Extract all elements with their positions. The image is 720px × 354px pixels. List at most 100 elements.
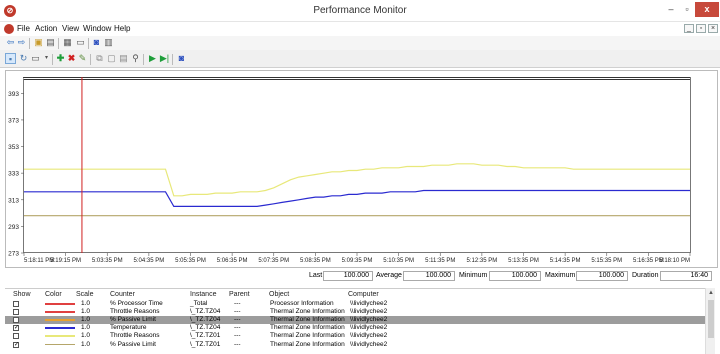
legend-header-instance[interactable]: Instance [190, 291, 217, 298]
paste-counter-list-icon[interactable]: ▢ [107, 53, 116, 63]
help-icon[interactable]: ◙ [178, 53, 185, 63]
legend-counter-cell: Temperature [110, 324, 147, 332]
scroll-thumb[interactable] [708, 300, 714, 338]
stats-bar: Last 100.000 Average 100.000 Minimum 100… [0, 270, 720, 282]
show-checkbox[interactable] [13, 317, 19, 324]
mdi-minimize-button[interactable]: _ [684, 24, 694, 33]
show-checkbox[interactable]: ✓ [13, 325, 20, 332]
minimize-button[interactable]: – [668, 4, 674, 14]
properties-icon[interactable]: ▥ [104, 37, 113, 47]
legend-scale-cell: 1.0 [81, 340, 91, 348]
perfmon-app-icon[interactable]: ⊘ [4, 5, 16, 17]
legend-color-swatch [45, 319, 75, 321]
window-title: Performance Monitor [313, 5, 407, 16]
export-list-icon[interactable]: ▦ [63, 37, 72, 47]
legend-object-cell: Processor Information [270, 300, 334, 307]
menu-action[interactable]: Action [35, 24, 58, 33]
toolbar-separator [52, 54, 53, 65]
mdi-close-button[interactable]: × [708, 24, 718, 33]
legend-instance-cell: \_TZ.TZ04 [190, 324, 221, 332]
menu-bar: File Action View Window Help [0, 22, 720, 36]
menu-file[interactable]: File [17, 24, 30, 33]
legend-counter-cell: % Passive Limit [110, 340, 156, 348]
close-button[interactable]: x [695, 2, 719, 17]
legend-color-swatch [45, 311, 75, 313]
view-log-data-icon[interactable]: ↻ [19, 53, 28, 63]
legend-parent-cell: --- [234, 316, 241, 324]
up-folder-icon[interactable]: ▣ [34, 37, 43, 47]
toolbar-separator [143, 54, 144, 65]
show-checkbox[interactable] [13, 301, 19, 307]
legend-scrollbar[interactable]: ▲ [705, 288, 715, 354]
show-checkbox[interactable] [13, 309, 19, 316]
legend-header-computer[interactable]: Computer [348, 291, 379, 298]
legend-object-cell: Thermal Zone Information [270, 340, 345, 348]
legend-instance-cell: \_TZ.TZ04 [190, 316, 221, 324]
minimum-label: Minimum [459, 272, 488, 279]
show-hide-tree-icon[interactable]: ▤ [46, 37, 55, 47]
legend-parent-cell: --- [234, 332, 241, 340]
freeze-display-play-icon[interactable]: ▶ [149, 53, 156, 63]
average-label: Average [376, 272, 402, 279]
print-icon[interactable]: ▭ [76, 37, 85, 47]
maximize-button[interactable]: ▫ [685, 4, 689, 14]
scroll-up-arrow-icon[interactable]: ▲ [708, 290, 714, 296]
document-system-menu-icon[interactable] [4, 24, 14, 34]
graph-type-dropdown-icon[interactable]: ▾ [44, 55, 48, 61]
properties-icon[interactable]: ▤ [119, 53, 128, 63]
legend-header-show[interactable]: Show [13, 291, 31, 298]
back-arrow-icon[interactable]: ⇦ [6, 37, 15, 47]
legend-header-object[interactable]: Object [269, 291, 290, 298]
legend-instance-cell: \_TZ.TZ04 [190, 308, 221, 316]
highlight-pen-icon[interactable]: ✎ [78, 53, 87, 63]
legend-row[interactable]: ✓1.0% Passive Limit\_TZ.TZ01---Thermal Z… [5, 341, 705, 349]
copy-properties-icon[interactable]: ⧉ [96, 53, 103, 63]
legend-counter-cell: Throttle Reasons [110, 308, 160, 316]
line-graph-area[interactable] [23, 77, 690, 253]
legend-scale-cell: 1.0 [81, 308, 91, 316]
legend-instance-cell: _Total [190, 300, 208, 307]
legend-parent-cell: --- [234, 300, 241, 307]
duration-value: 16:40 [660, 271, 712, 281]
maximum-label: Maximum [545, 272, 576, 279]
legend-header-scale[interactable]: Scale [76, 291, 94, 298]
legend-object-cell: Thermal Zone Information [270, 316, 345, 324]
add-counter-icon[interactable]: ✚ [56, 53, 65, 63]
change-graph-type-icon[interactable]: ▭ [31, 53, 40, 63]
last-label: Last [309, 272, 323, 279]
toolbar-separator [172, 54, 173, 65]
legend-scale-cell: 1.0 [81, 332, 91, 340]
legend-header-counter[interactable]: Counter [110, 291, 135, 298]
menu-view[interactable]: View [62, 24, 80, 33]
show-checkbox[interactable]: ✓ [13, 341, 20, 348]
legend-computer-cell: \\lividlychee2 [350, 308, 388, 316]
legend-parent-cell: --- [234, 340, 241, 348]
forward-arrow-icon[interactable]: ⇨ [17, 37, 26, 47]
last-value: 100.000 [323, 271, 373, 281]
update-data-step-icon[interactable]: ▶| [159, 53, 170, 63]
show-checkbox[interactable] [13, 333, 19, 340]
zoom-icon[interactable]: ⚲ [132, 53, 139, 63]
perfmon-toolbar: ▪ ↻ ▭ ▾ ✚ ✖ ✎ ⧉ ▢ ▤ ⚲ ▶ ▶| ◙ [0, 50, 720, 68]
minimum-value: 100.000 [489, 271, 541, 281]
legend-computer-cell: \\lividlychee2 [350, 300, 388, 307]
legend-header-parent[interactable]: Parent [229, 291, 250, 298]
legend-object-cell: Thermal Zone Information [270, 332, 345, 340]
legend-row[interactable]: 1.0% Processor Time_Total---Processor In… [5, 300, 705, 308]
title-bar: ⊘ Performance Monitor – ▫ x [0, 0, 720, 22]
legend-row[interactable]: 1.0% Passive Limit\_TZ.TZ04---Thermal Zo… [5, 316, 705, 325]
mdi-restore-button[interactable]: ▫ [696, 24, 706, 33]
view-current-activity-icon[interactable]: ▪ [5, 53, 16, 64]
menu-help[interactable]: Help [114, 24, 131, 33]
legend-parent-cell: --- [234, 324, 241, 332]
toolbar-separator [58, 38, 59, 49]
delete-counter-icon[interactable]: ✖ [67, 53, 76, 63]
menu-window[interactable]: Window [83, 24, 112, 33]
help-icon[interactable]: ◙ [93, 37, 100, 47]
legend-computer-cell: \\lividlychee2 [350, 340, 388, 348]
legend-header-color[interactable]: Color [45, 291, 62, 298]
legend-color-swatch [45, 343, 75, 345]
